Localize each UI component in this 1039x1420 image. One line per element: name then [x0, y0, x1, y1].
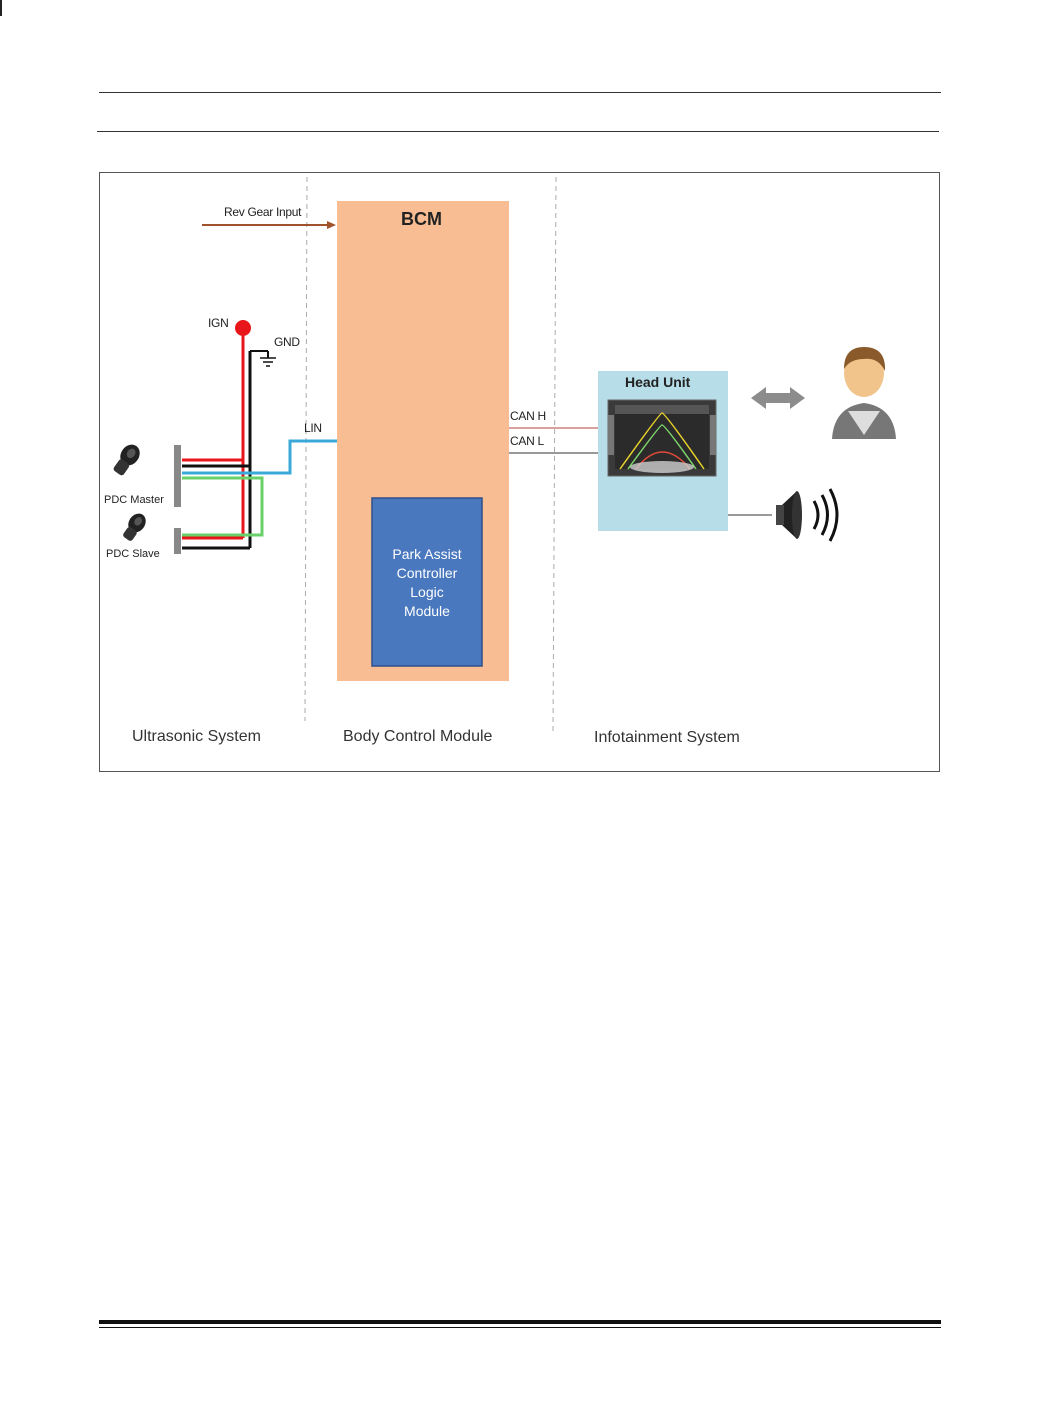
park-assist-line-3: Logic: [410, 584, 444, 600]
rev-gear-arrowhead: [327, 221, 336, 229]
pdc-slave-connector: [174, 528, 181, 554]
rear-camera-display-icon: [607, 399, 717, 477]
can-l-label: CAN L: [510, 434, 544, 448]
user-avatar-icon: [832, 347, 896, 439]
footer-rule-thick: [99, 1320, 941, 1324]
can-h-label: CAN H: [510, 409, 546, 423]
pdc-master-connector: [174, 445, 181, 507]
rev-gear-input-label: Rev Gear Input: [224, 205, 302, 219]
ultrasonic-system-label: Ultrasonic System: [132, 728, 261, 745]
page-edge-mark: [0, 0, 2, 16]
divider-bcm-infotainment: [552, 176, 557, 734]
pdc-slave-sensor-icon: [123, 513, 146, 541]
park-assist-line-2: Controller: [396, 565, 458, 581]
bidirectional-arrow-icon: [751, 387, 805, 409]
pdc-master-sensor-icon: [113, 444, 140, 476]
bcm-title: BCM: [401, 209, 442, 229]
park-assist-module-label: Park Assist Controller Logic Module: [372, 545, 482, 621]
header-rule-top: [99, 92, 941, 93]
ign-terminal: [235, 320, 251, 336]
park-assist-module-block: [371, 497, 483, 667]
pdc-slave-label: PDC Slave: [106, 548, 160, 560]
header-rule-bottom: [97, 131, 939, 132]
park-assist-line-4: Module: [404, 603, 450, 619]
ground-symbol-icon: [260, 357, 276, 367]
body-control-module-label: Body Control Module: [343, 728, 493, 745]
gnd-label: GND: [274, 335, 300, 349]
park-assist-architecture-diagram: Rev Gear Input BCM IGN GND LIN CAN H CAN…: [99, 172, 940, 772]
infotainment-system-label: Infotainment System: [594, 729, 740, 746]
pdc-master-label: PDC Master: [104, 494, 164, 506]
ign-label: IGN: [208, 316, 229, 330]
speaker-icon: [776, 488, 839, 542]
head-unit-title: Head Unit: [625, 374, 691, 390]
footer-rule-thin: [99, 1327, 941, 1328]
lin-label: LIN: [304, 421, 322, 435]
park-assist-line-1: Park Assist: [392, 546, 462, 562]
lin-wire: [182, 439, 337, 475]
divider-ultrasonic-bcm: [304, 176, 308, 722]
